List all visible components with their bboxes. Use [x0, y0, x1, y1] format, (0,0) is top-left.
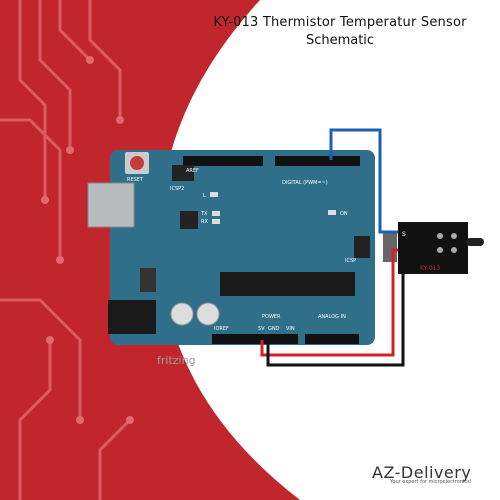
v5-label: 5V — [258, 326, 265, 332]
on-label: ON — [340, 211, 348, 217]
module-pins — [383, 232, 397, 262]
analog-label: ANALOG IN — [318, 314, 346, 320]
led-l — [210, 192, 218, 197]
analog-header — [305, 334, 359, 344]
arduino-board — [110, 150, 375, 345]
module-name: KY-013 — [420, 265, 440, 272]
aref-label: AREF — [186, 168, 199, 174]
board-text: RESET ICSP2 DIGITAL (PWM=~) AREF L TX RX… — [127, 168, 356, 332]
power-header — [212, 334, 298, 344]
usb-port — [87, 182, 135, 228]
digital-label: DIGITAL (PWM=~) — [282, 180, 328, 186]
led-rx — [212, 219, 220, 224]
wire-gnd-black — [266, 260, 405, 367]
rx-label: RX — [201, 219, 208, 225]
ioref-label: IOREF — [214, 326, 229, 332]
reset-label: RESET — [127, 177, 144, 183]
vin-label: VIN — [286, 326, 295, 332]
wire-signal-blue — [329, 128, 398, 234]
ky013-module — [398, 222, 468, 274]
brand-tagline: Your expert for microelectronics! — [390, 479, 472, 485]
trace-pads — [41, 56, 134, 424]
icsp2-label: ICSP2 — [170, 186, 184, 192]
regulator — [140, 268, 156, 292]
icsp2-header — [172, 165, 194, 181]
icsp-header — [354, 236, 370, 258]
title-line-1: KY-013 Thermistor Temperatur Sensor — [213, 15, 467, 30]
power-label: POWER — [262, 314, 281, 320]
brand-logo: AZ-Delivery — [372, 463, 472, 482]
wire-vcc-red — [260, 248, 398, 357]
module-s-label: S — [402, 231, 406, 238]
digital-header-right — [275, 156, 360, 166]
led-l-label: L — [203, 193, 206, 199]
power-jack — [108, 300, 156, 334]
icsp-label: ICSP — [345, 258, 356, 264]
usb-chip — [180, 211, 198, 229]
tx-label: TX — [200, 211, 208, 217]
digital-header-left — [183, 156, 263, 166]
led-tx — [212, 211, 220, 216]
gnd-label: GND — [268, 326, 280, 332]
capacitor-1 — [170, 302, 194, 326]
fritzing-label: fritzing — [157, 354, 196, 367]
led-on — [328, 210, 336, 215]
microcontroller — [220, 272, 355, 296]
pcb-traces — [0, 0, 132, 500]
title-line-2: Schematic — [305, 33, 375, 48]
thermistor — [466, 238, 484, 246]
capacitor-2 — [196, 302, 220, 326]
